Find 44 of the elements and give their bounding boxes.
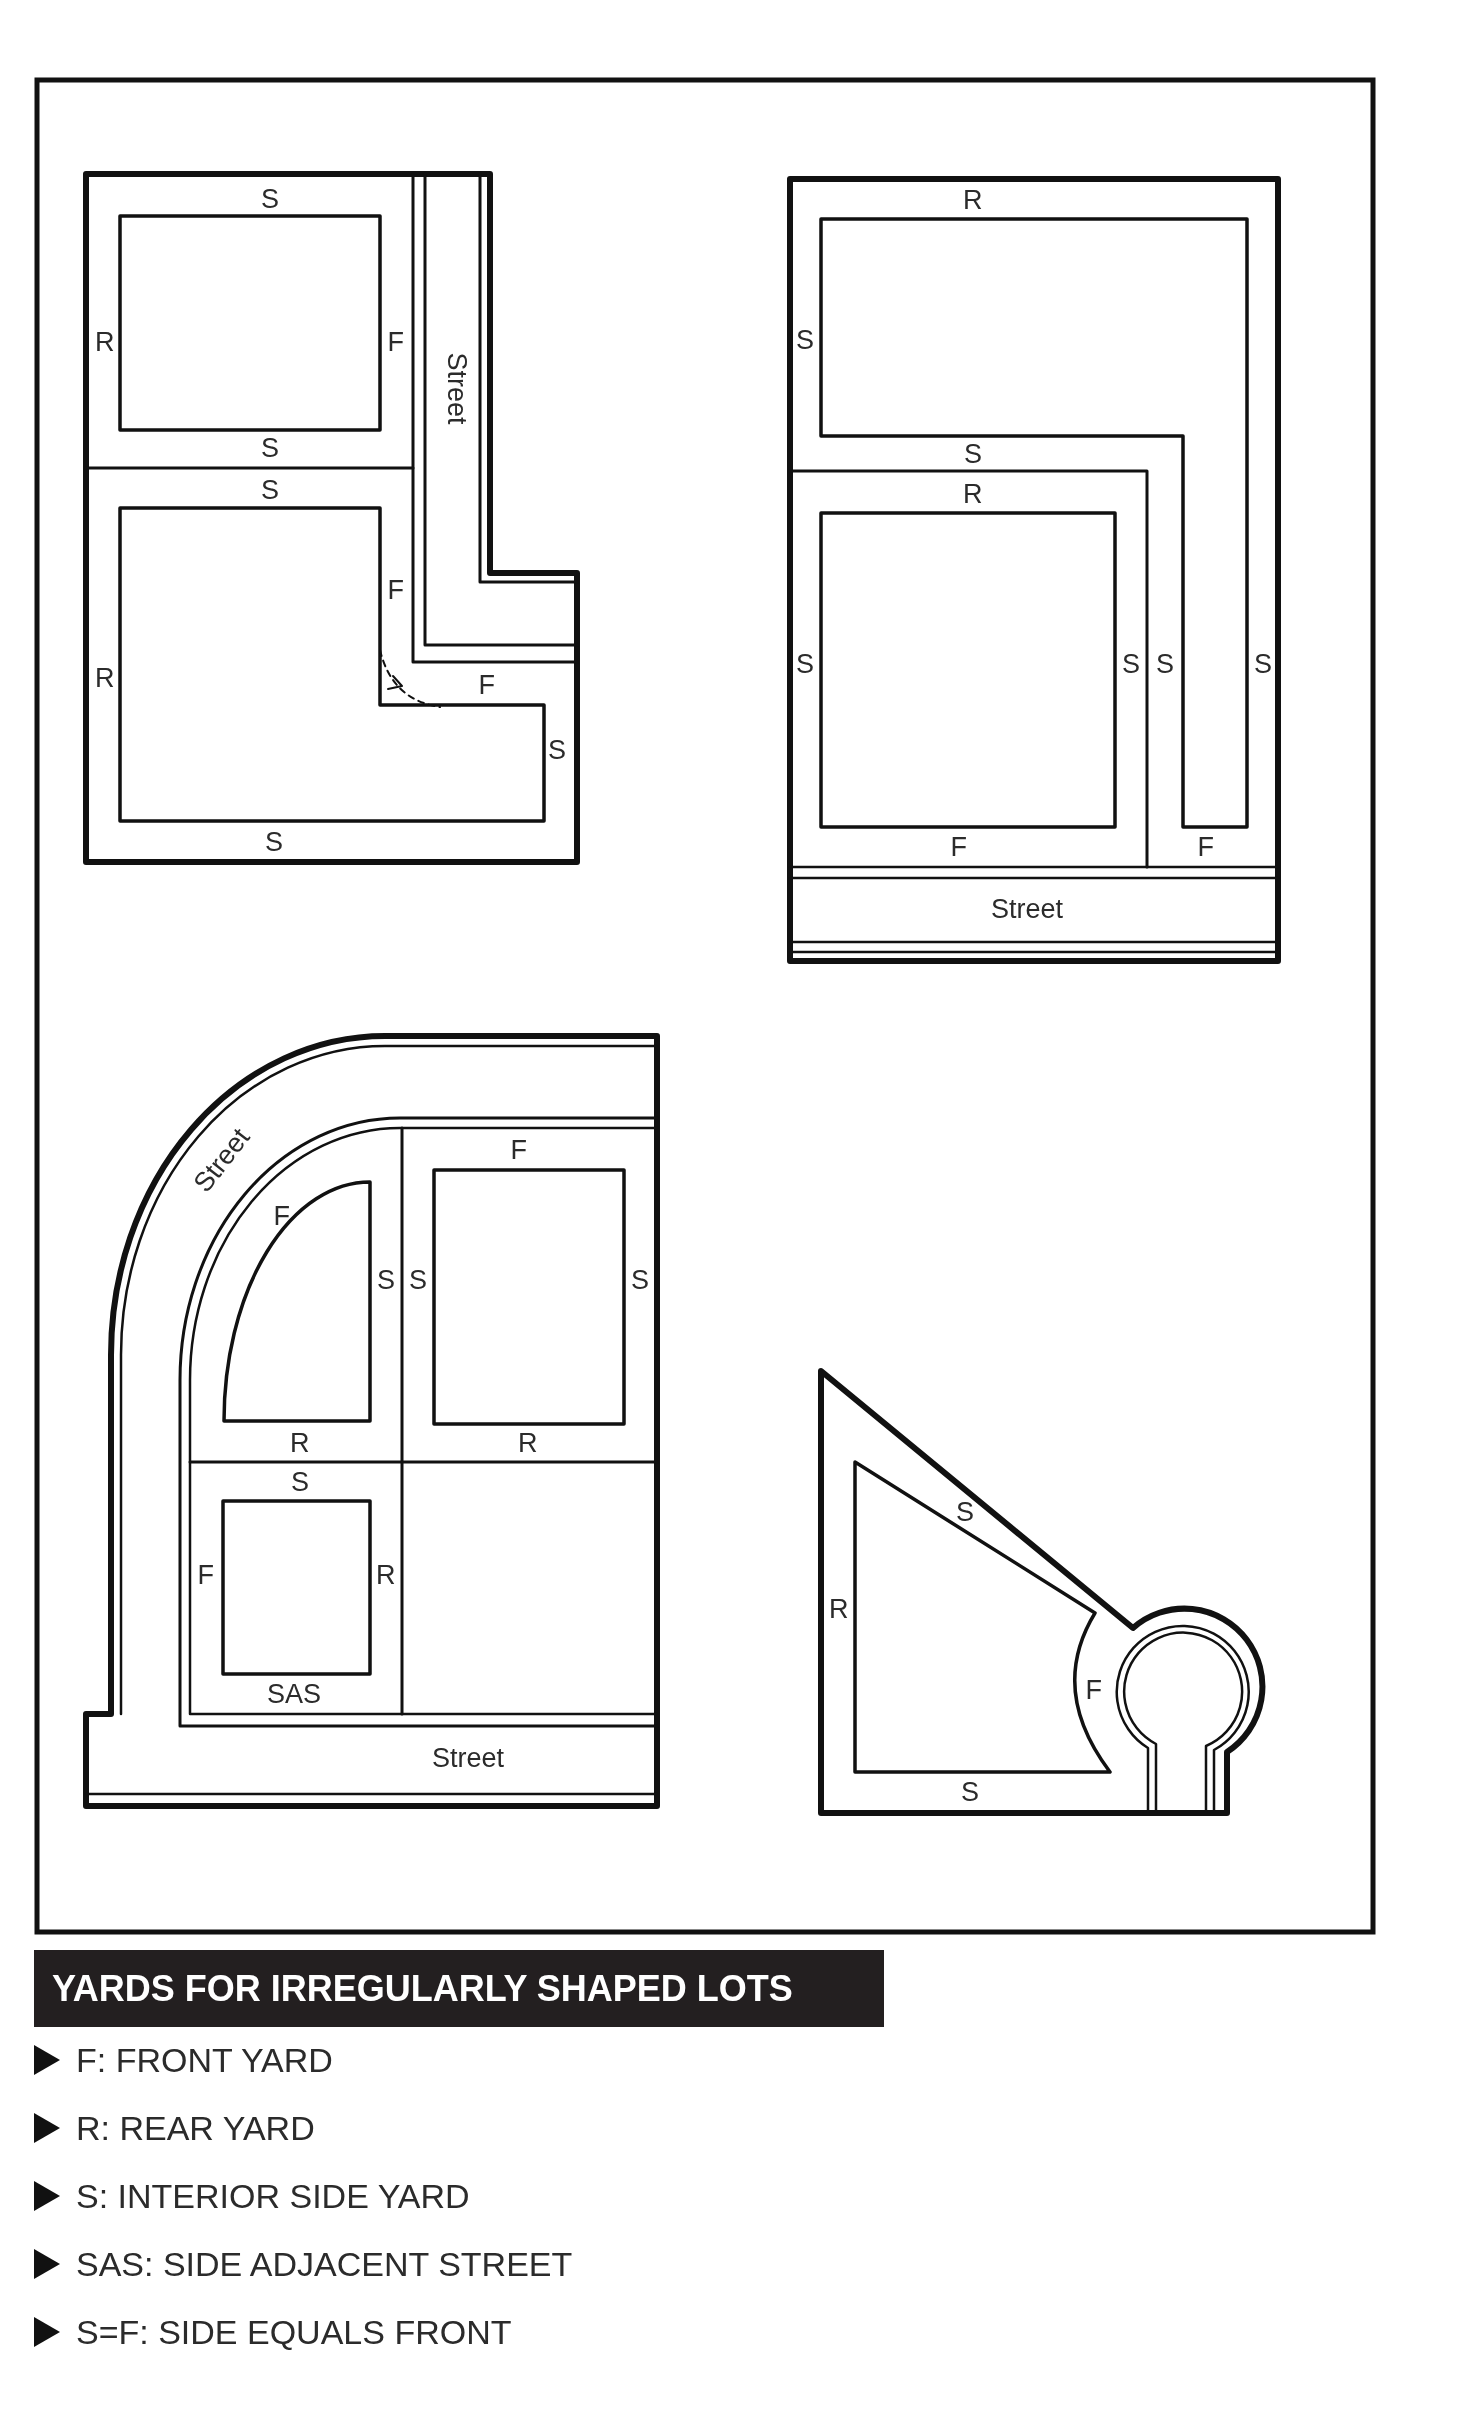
yard-label: S <box>961 1778 979 1806</box>
legend-entry: SAS: SIDE ADJACENT STREET <box>76 2244 573 2284</box>
yard-label: SAS <box>267 1680 322 1708</box>
yard-label: R <box>290 1429 310 1457</box>
yard-label: F <box>478 671 495 699</box>
yard-label: S <box>548 736 566 764</box>
yard-label: R <box>376 1561 396 1589</box>
yard-label: S <box>377 1266 395 1294</box>
legend-entry: S: INTERIOR SIDE YARD <box>76 2176 470 2216</box>
yard-label: R <box>95 328 115 356</box>
yard-label: S <box>796 650 814 678</box>
legend-entry: R: REAR YARD <box>76 2108 315 2148</box>
yard-label: S <box>964 440 982 468</box>
yard-label: F <box>510 1136 527 1164</box>
yard-label: F <box>197 1561 214 1589</box>
yard-label: S <box>291 1468 309 1496</box>
legend-entry: S=F: SIDE EQUALS FRONT <box>76 2312 512 2352</box>
yard-label: R <box>963 480 983 508</box>
yard-label: S <box>1122 650 1140 678</box>
yard-label: S <box>261 476 279 504</box>
yard-label: S <box>796 326 814 354</box>
yard-label: F <box>1085 1676 1102 1704</box>
yard-label: Street <box>442 352 470 424</box>
yard-label: R <box>963 186 983 214</box>
yard-label: F <box>273 1202 290 1230</box>
yard-label: Street <box>432 1744 505 1772</box>
yard-label: S <box>261 434 279 462</box>
yard-label: Street <box>991 895 1064 923</box>
yard-label: F <box>950 833 967 861</box>
yard-label: S <box>956 1498 974 1526</box>
yard-label: S <box>631 1266 649 1294</box>
yard-label: S <box>1156 650 1174 678</box>
yard-label: F <box>387 576 404 604</box>
yard-label: F <box>1197 833 1214 861</box>
yard-label: S <box>409 1266 427 1294</box>
yard-label: S <box>261 185 279 213</box>
yard-label: S <box>1254 650 1272 678</box>
legend-title: YARDS FOR IRREGULARLY SHAPED LOTS <box>34 1950 884 2027</box>
yard-label: R <box>829 1595 849 1623</box>
yard-label: R <box>95 664 115 692</box>
legend-entry: F: FRONT YARD <box>76 2040 333 2080</box>
yard-label: S <box>265 828 283 856</box>
yard-label: F <box>387 328 404 356</box>
yard-label: R <box>518 1429 538 1457</box>
